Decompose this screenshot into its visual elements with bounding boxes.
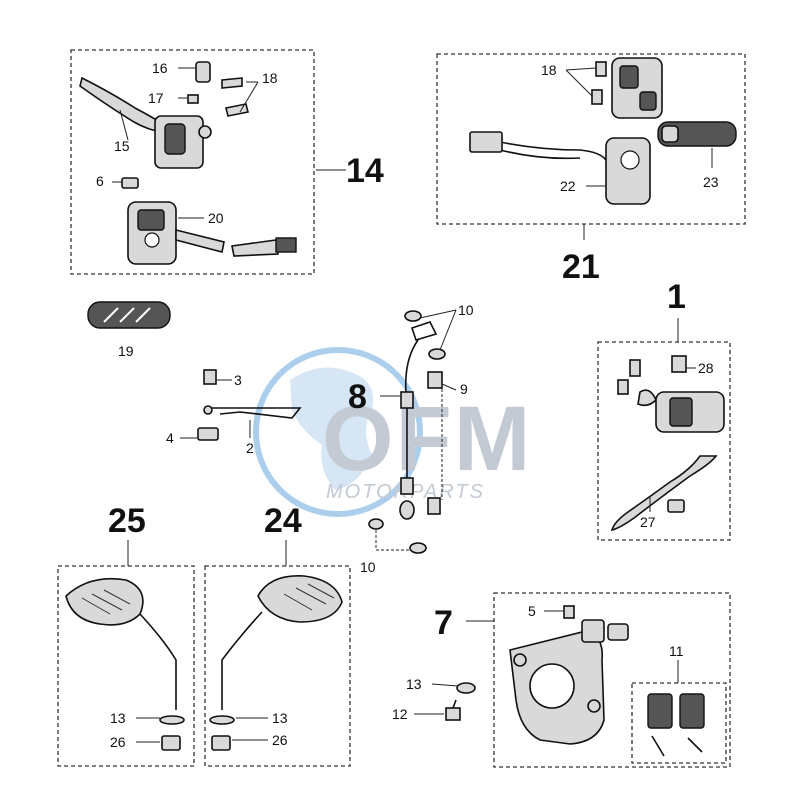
callout-18-b: 18 [541, 62, 557, 78]
group-label-7: 7 [434, 604, 453, 642]
brake-pads [647, 693, 705, 757]
watermark-brand: OFM [322, 388, 532, 490]
group-1-box [597, 341, 731, 541]
callout-18: 18 [262, 70, 278, 86]
bolt-12-washer-13 [445, 682, 476, 721]
group-7-box [493, 592, 731, 768]
callout-19: 19 [118, 343, 134, 359]
callout-3: 3 [234, 372, 242, 388]
group-14-box [70, 49, 315, 275]
callout-12: 12 [392, 706, 408, 722]
brake-pads-box [631, 682, 727, 764]
callout-4: 4 [166, 430, 174, 446]
group-label-24: 24 [264, 502, 302, 540]
group-21-box [436, 53, 746, 225]
callout-11: 11 [669, 643, 684, 659]
group-label-21: 21 [562, 248, 600, 286]
brake-lever-left [79, 61, 249, 189]
callout-10: 10 [458, 302, 474, 318]
watermark-continents [290, 367, 374, 490]
callout-15: 15 [114, 138, 130, 154]
brake-hose [368, 310, 446, 554]
brake-caliper [509, 605, 629, 745]
callout-13-c: 13 [406, 676, 422, 692]
callout-23: 23 [703, 174, 719, 190]
callout-28: 28 [698, 360, 714, 376]
callout-10-b: 10 [360, 559, 376, 575]
left-switch-assembly [469, 57, 737, 205]
callout-20: 20 [208, 210, 224, 226]
watermark-globe [253, 347, 423, 517]
group-label-1: 1 [667, 278, 686, 316]
mirror-right [209, 575, 343, 751]
callout-22: 22 [560, 178, 576, 194]
cable-bracket [197, 369, 302, 441]
group-label-25: 25 [108, 502, 146, 540]
group-label-14: 14 [346, 152, 384, 190]
callout-2: 2 [246, 440, 254, 456]
callout-26-b: 26 [272, 732, 288, 748]
mirror-left [65, 577, 185, 751]
watermark: OFM MOTORPARTS [253, 347, 532, 517]
callout-5: 5 [528, 603, 536, 619]
callout-26: 26 [110, 734, 126, 750]
callout-13: 13 [110, 710, 126, 726]
group-24-box [204, 565, 351, 767]
callout-16: 16 [152, 60, 168, 76]
group-label-8: 8 [348, 378, 367, 416]
callout-9: 9 [460, 381, 468, 397]
callout-6: 6 [96, 173, 104, 189]
callout-27: 27 [640, 514, 656, 530]
callout-17: 17 [148, 90, 164, 106]
right-switch-housing [127, 201, 297, 265]
grip-19 [87, 301, 171, 329]
callout-13-b: 13 [272, 710, 288, 726]
master-cylinder [610, 355, 725, 532]
